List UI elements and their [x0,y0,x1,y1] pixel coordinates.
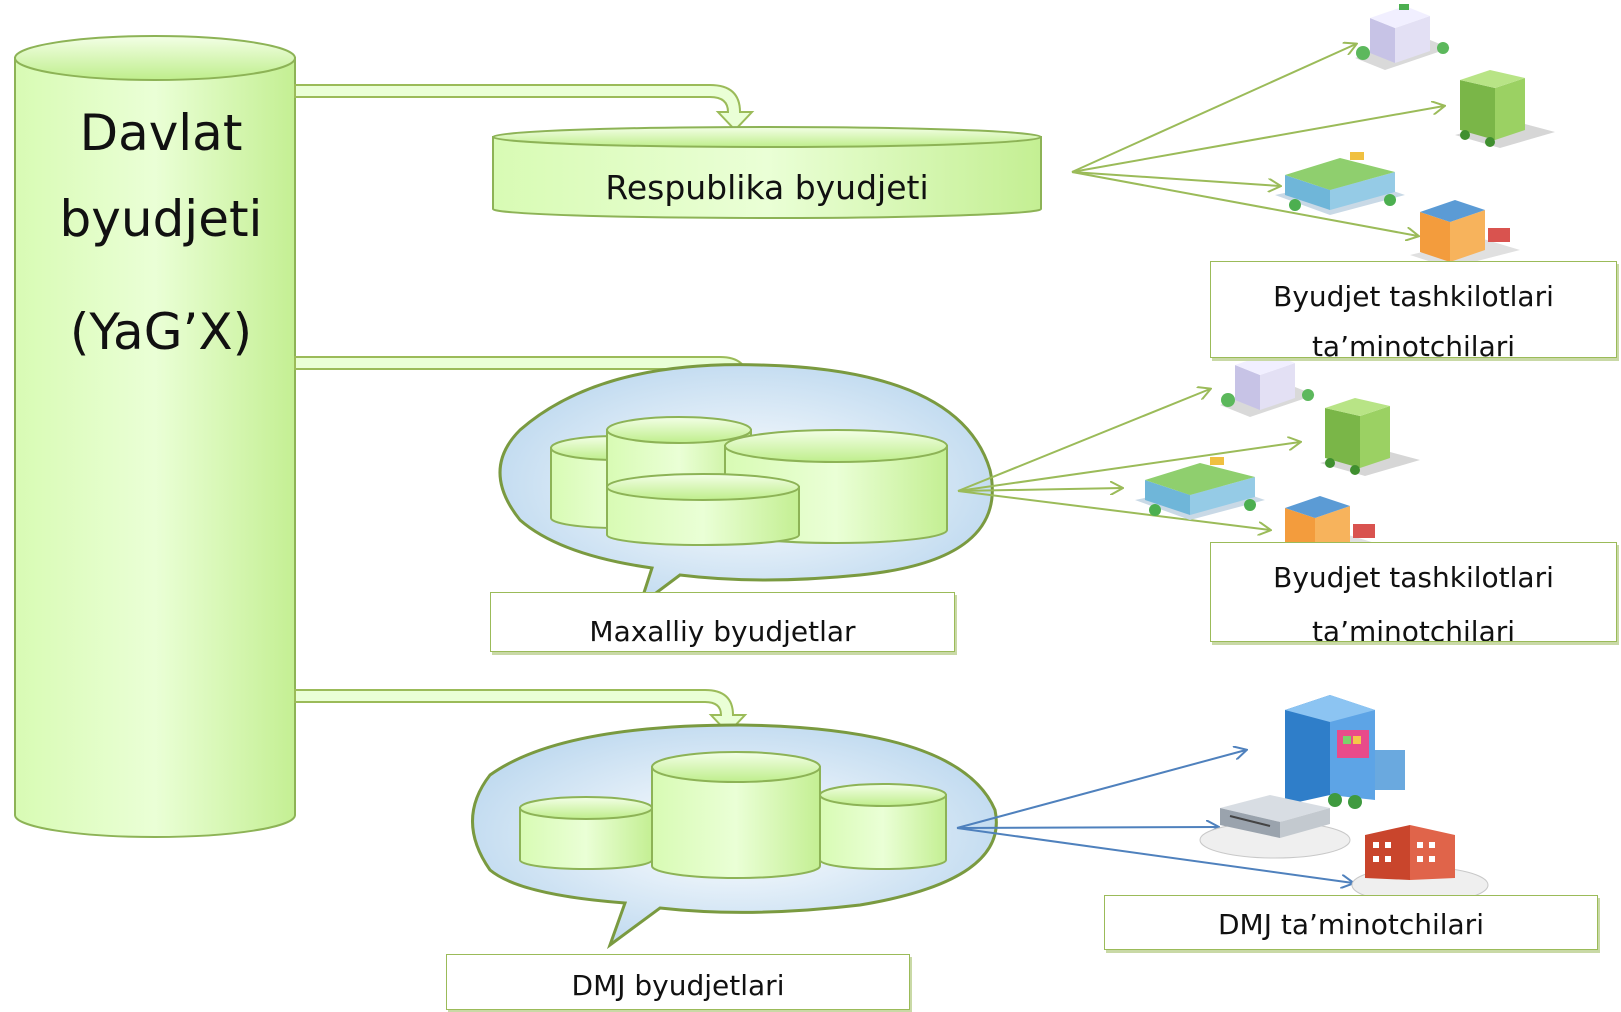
building-icon [1355,4,1450,70]
providers-box-republic-line2: ta’minotchilari [1311,330,1516,358]
dmj-cylinder-left [519,796,653,870]
connector-republic [294,84,755,132]
shop-icon [1410,200,1520,268]
tower-icon [1285,695,1405,809]
dmj-providers-label: DMJ ta’minotchilari [1218,908,1484,941]
dmj-cylinder-right [819,783,947,870]
republic-budget-label: Respublika byudjeti [605,168,929,206]
state-budget-title-line3: (YaG’X) [69,303,253,361]
dmj-cylinder-center [651,751,821,879]
school-icon [1275,152,1405,215]
dmj-providers-box: DMJ ta’minotchilari [1104,895,1598,950]
local-budgets-label-box: Maxalliy byudjetlar [490,592,955,652]
dmj-budgets-label: DMJ byudjetlari [571,969,785,1002]
office-icon [1320,398,1420,476]
state-budget-title-line1: Davlat [79,104,243,162]
providers-box-local-line2: ta’minotchilari [1311,615,1516,642]
republic-arrows [1071,44,1444,236]
state-budget-title-line2: byudjeti [59,190,263,248]
dmj-budgets-label-box: DMJ byudjetlari [446,954,910,1010]
providers-box-local-line1: Byudjet tashkilotlari [1273,561,1554,594]
providers-box-republic-line1: Byudjet tashkilotlari [1273,280,1554,313]
state-budget-cylinder [14,35,296,838]
local-arrows [957,389,1300,530]
dmj-arrows [956,750,1353,883]
local-cylinder-4 [606,473,800,546]
providers-box-republic: Byudjet tashkilotlari ta’minotchilari [1210,261,1617,358]
building-icon [1220,351,1315,417]
hotel-icon [1351,825,1489,904]
republic-budget-cylinder [492,126,1042,219]
factory-icon [1199,795,1351,859]
providers-box-local: Byudjet tashkilotlari ta’minotchilari [1210,542,1617,642]
local-budgets-label: Maxalliy byudjetlar [589,615,856,648]
school-icon [1135,457,1265,520]
office-icon [1455,70,1555,148]
